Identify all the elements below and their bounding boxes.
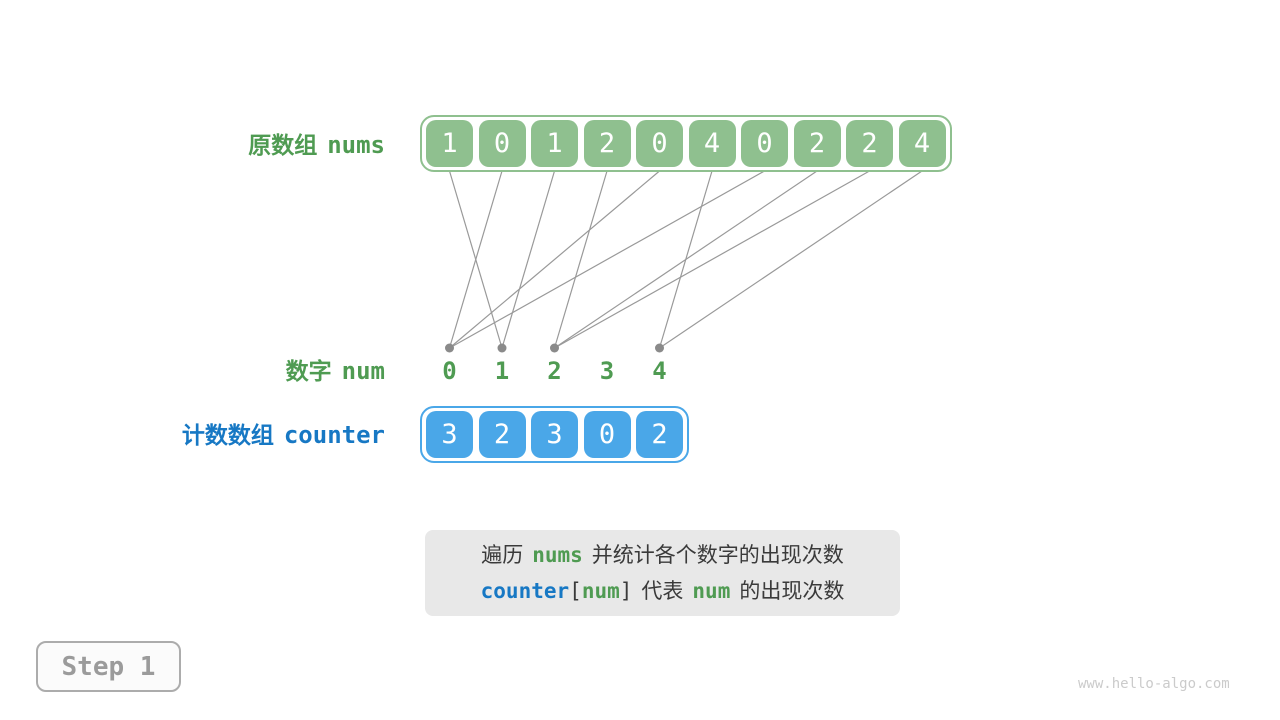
nums-array: 1 0 1 2 0 4 0 2 2 4 [420,115,952,172]
counter-cell: 3 [426,411,473,458]
caption-text: 遍历 [481,543,524,567]
counter-label-code: counter [283,421,385,449]
num-label: 数字 num [286,357,385,386]
counter-cell: 3 [531,411,578,458]
nums-cell: 0 [741,120,788,167]
num-values-row: 0 1 2 3 4 [426,356,683,386]
nums-label-zh: 原数组 [248,133,318,159]
watermark: www.hello-algo.com [1078,676,1230,692]
nums-cell: 0 [636,120,683,167]
step-badge: Step 1 [36,641,181,692]
bracket-open: [ [569,579,582,603]
num-value: 2 [547,357,562,385]
num-value: 0 [442,357,457,385]
code-num: num [692,579,731,603]
caption-text: 并统计各个数字的出现次数 [591,543,844,567]
nums-cell: 1 [531,120,578,167]
bracket-close: ] [619,579,633,603]
counter-cell: 2 [478,411,526,458]
num-value: 1 [494,357,510,385]
nums-cell: 2 [846,120,893,167]
code-num: num [581,579,620,603]
nums-cell: 1 [426,120,473,167]
nums-cell: 0 [478,120,526,167]
counter-cell: 0 [583,411,631,458]
counter-label: 计数数组 counter [182,421,385,450]
nums-label: 原数组 nums [248,131,385,160]
code-nums: nums [532,543,583,567]
caption-text: 代表 [641,579,684,603]
nums-cell: 4 [688,120,736,167]
counter-label-zh: 计数数组 [181,423,274,449]
num-value: 4 [652,357,667,385]
num-value: 3 [599,357,615,385]
nums-label-code: nums [327,131,385,159]
nums-cell: 2 [793,120,841,167]
nums-cell: 4 [898,120,946,167]
counter-cell: 2 [636,411,683,458]
code-counter: counter [480,579,570,603]
counter-array: 3 2 3 0 2 [420,406,689,463]
caption-line-1: 遍历 nums 并统计各个数字的出现次数 [481,537,844,573]
num-label-zh: 数字 [285,359,332,385]
caption-text: 的出现次数 [739,579,845,603]
num-label-code: num [341,357,385,385]
nums-cell: 2 [583,120,631,167]
